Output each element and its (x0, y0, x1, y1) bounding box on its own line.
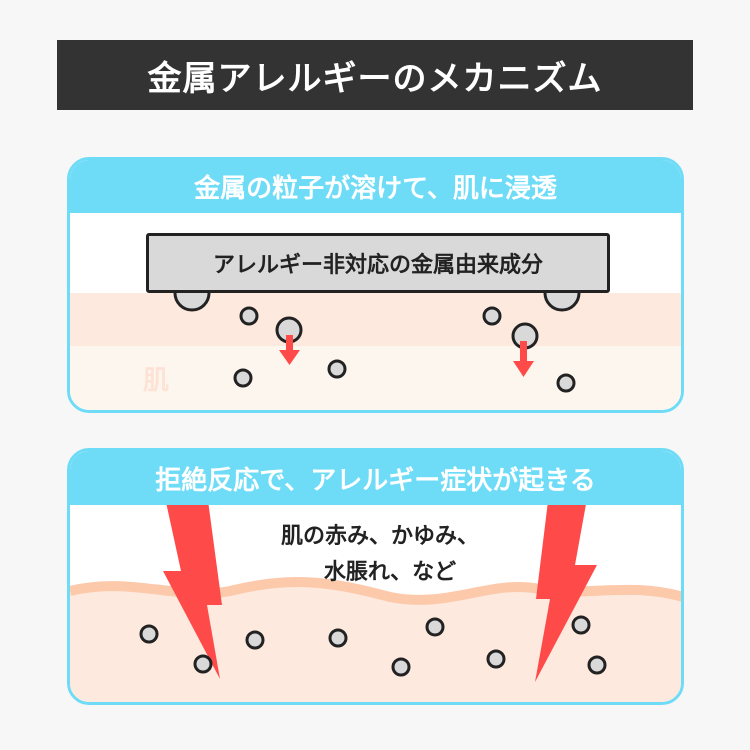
metal-particle (482, 306, 502, 326)
skin-label: 肌 (143, 366, 170, 396)
panel-metal-dissolves: 金属の粒子が溶けて、肌に浸透 アレルギー非対応の金属由来成分 肌 (67, 157, 684, 413)
panel1-heading: 金属の粒子が溶けて、肌に浸透 (70, 160, 681, 213)
skin-diagram (70, 274, 681, 410)
metal-particle (486, 649, 506, 669)
metal-particle (327, 359, 347, 379)
metal-particle (587, 655, 607, 675)
metal-particle (571, 615, 591, 635)
skin-area (70, 582, 681, 702)
metal-particle (233, 368, 253, 388)
metal-particle (139, 624, 159, 644)
symptoms-line1: 肌の赤み、かゆみ、 (280, 524, 479, 549)
down-arrow-icon (513, 341, 534, 377)
skin-upper-layer (70, 293, 681, 346)
metal-particle (328, 628, 348, 648)
skin-lower-layer (70, 346, 681, 410)
lightning-bolt-icon (535, 493, 597, 682)
panel2-heading: 拒絶反応で、アレルギー症状が起きる (70, 451, 681, 505)
metal-component-label: アレルギー非対応の金属由来成分 (146, 233, 610, 293)
down-arrow-icon (279, 335, 300, 365)
metal-particle (391, 657, 411, 677)
lightning-bolt-icon (163, 493, 222, 679)
metal-particle (239, 306, 259, 326)
metal-particle (245, 630, 265, 650)
reaction-diagram (70, 493, 681, 702)
metal-particle (425, 617, 445, 637)
metal-particle (556, 373, 576, 393)
panel-allergic-reaction: 拒絶反応で、アレルギー症状が起きる 肌の赤み、かゆみ、 水脹れ、など (67, 448, 684, 705)
metal-particle (193, 654, 213, 674)
page-title: 金属アレルギーのメカニズム (57, 40, 693, 110)
symptoms-line2: 水脹れ、など (323, 560, 457, 585)
